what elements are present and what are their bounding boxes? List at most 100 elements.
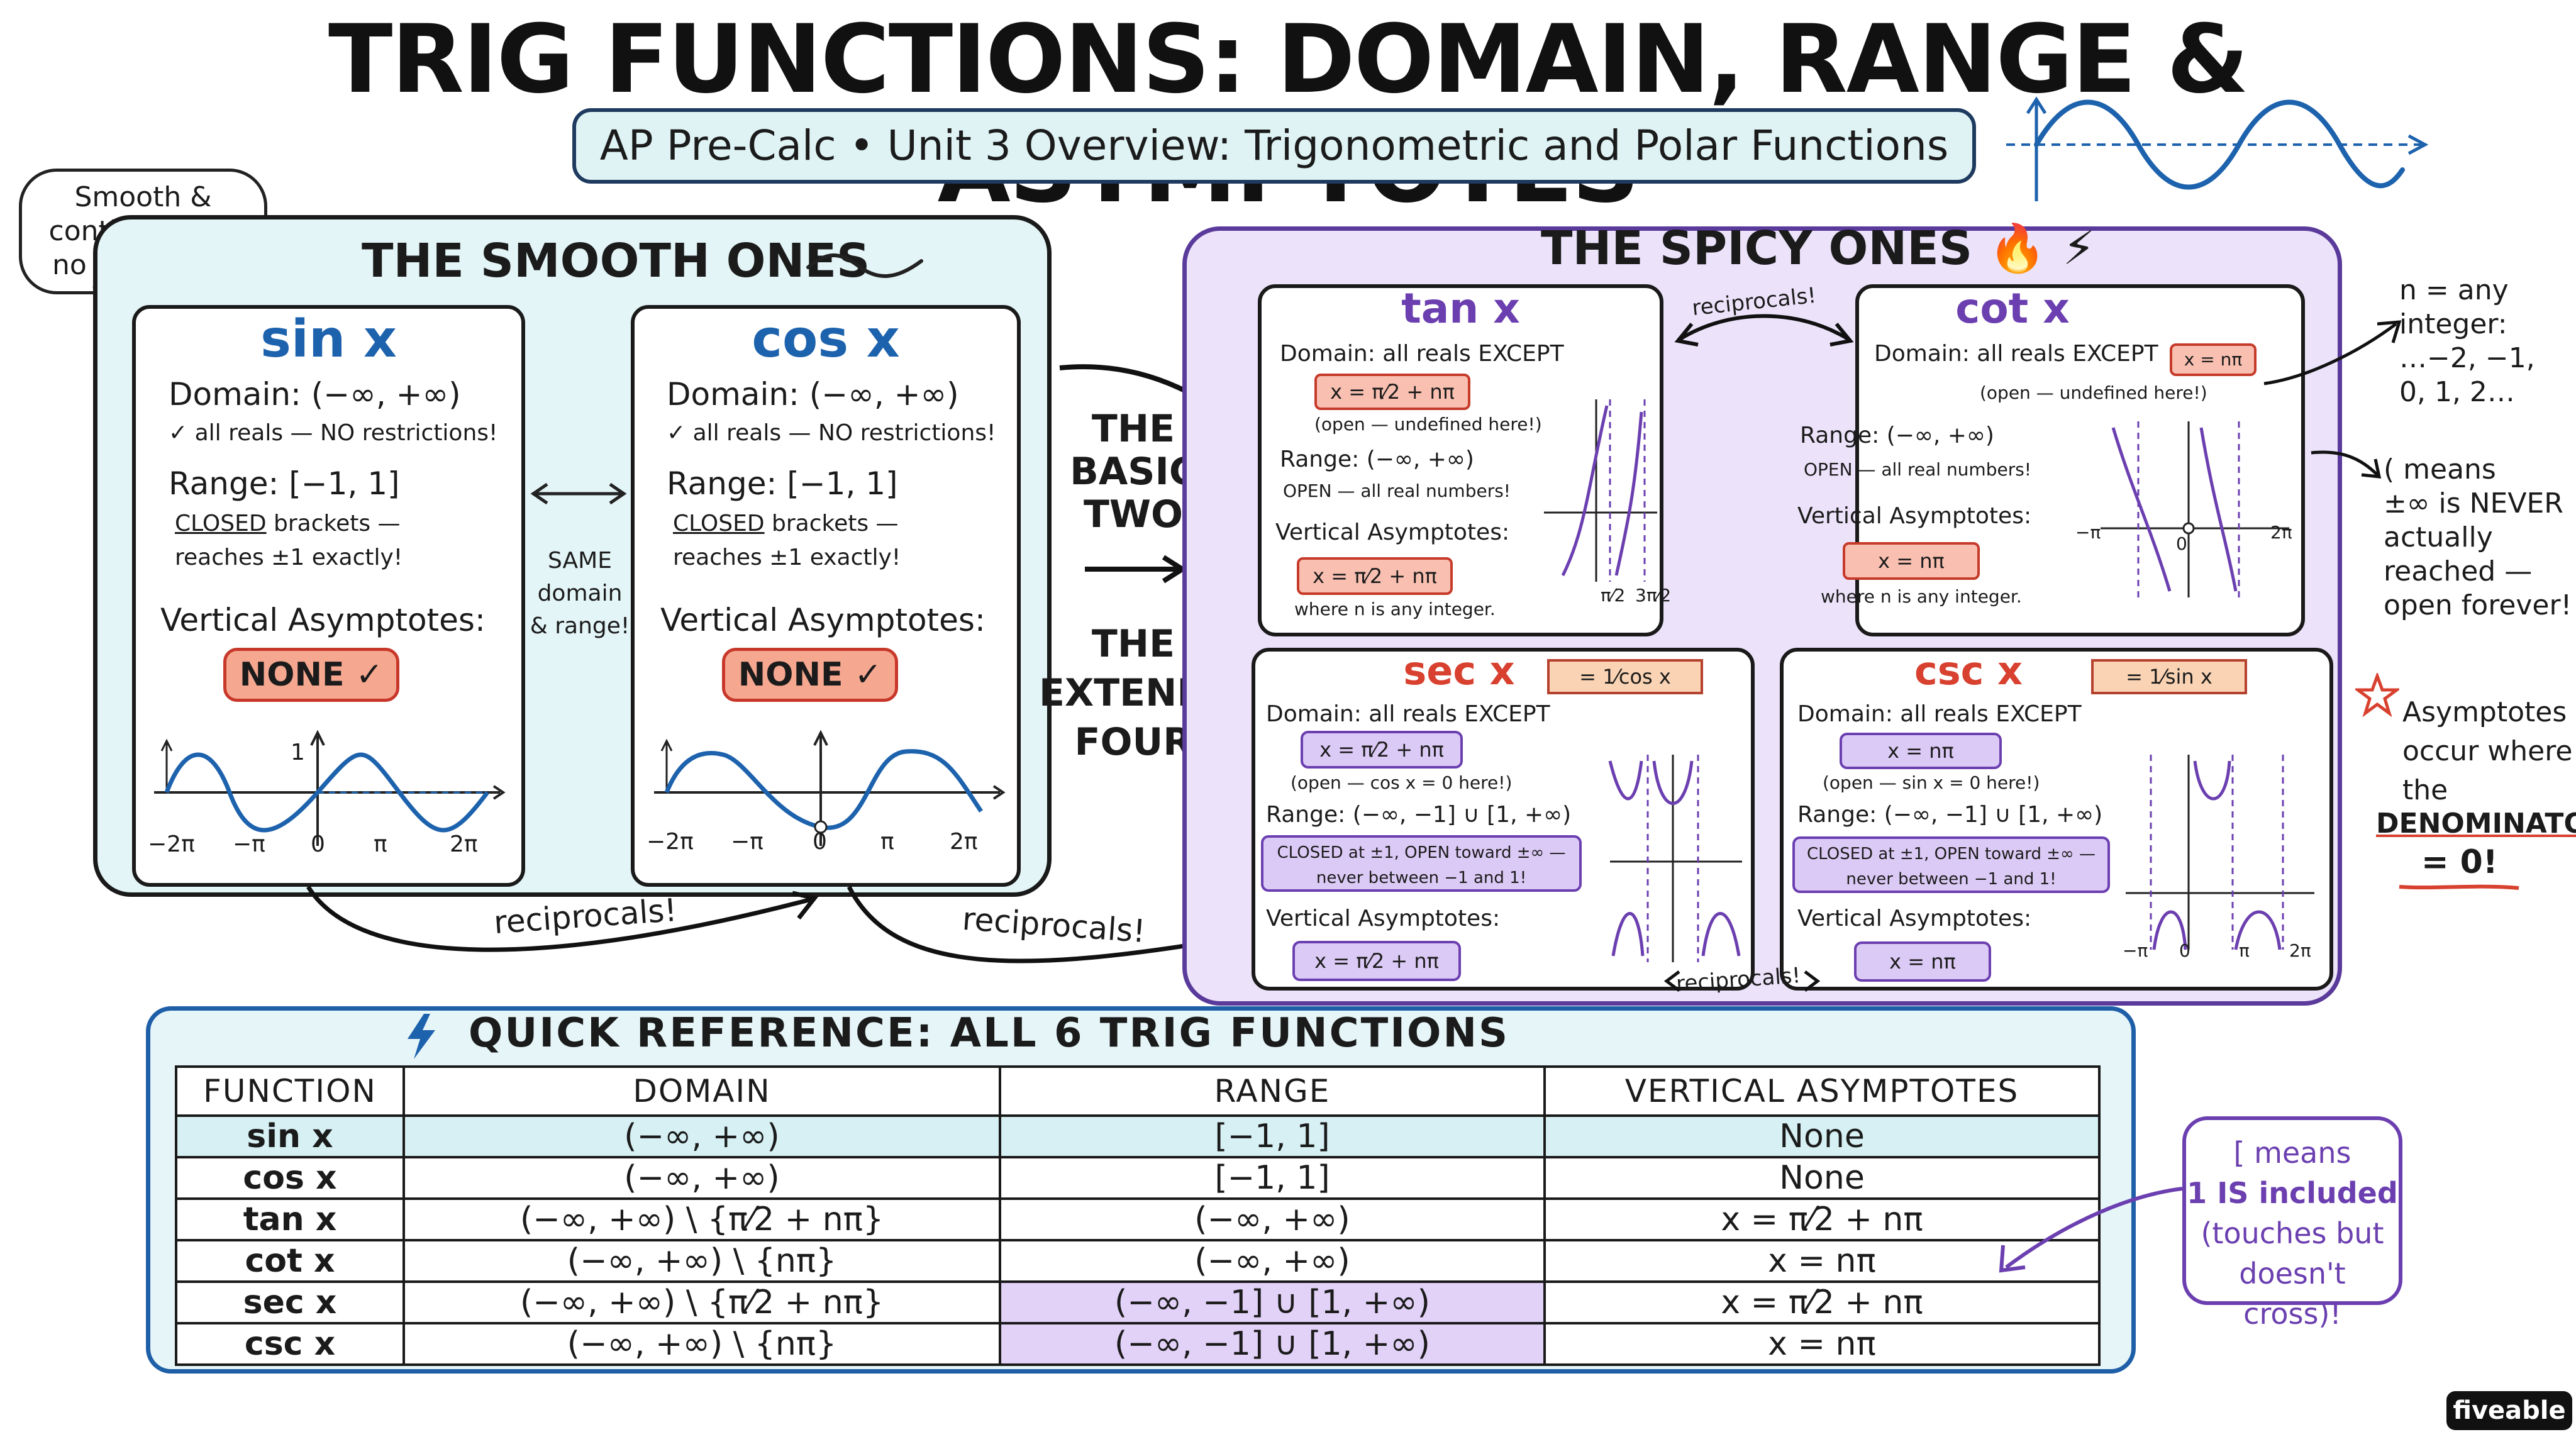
same-line-3: & range! [530,613,630,639]
right-arrow-icon [1085,555,1187,584]
squiggle-icon [806,253,923,279]
cell-function: sec x [175,1280,405,1324]
csc-title: csc x [1914,648,2023,694]
cos-range-note-1: CLOSED brackets — [673,511,899,536]
sin-va-badge: NONE ✓ [223,648,399,702]
quick-reference-title: QUICK REFERENCE: ALL 6 TRIG FUNCTIONS [469,1010,1510,1057]
header-range: RANGE [999,1065,1546,1117]
sin-tick-2: −π [233,831,265,857]
cell-range: (−∞, −1] ∪ [1, +∞) [999,1322,1546,1366]
cell-function: sin x [175,1114,405,1158]
sin-card [132,305,525,887]
cot-tick-2: 0 [2176,533,2187,554]
csc-tick-2: 0 [2179,940,2190,961]
smooth-ones-title: THE SMOOTH ONES [362,234,870,288]
tan-graph [1544,399,1657,582]
cot-va-box: x = nπ [1843,542,1980,580]
cot-range-note: OPEN — all real numbers! [1804,459,2032,480]
cell-domain: (−∞, +∞) [402,1156,1001,1200]
csc-range-note: CLOSED at ±1, OPEN toward ±∞ —never betw… [1792,836,2110,893]
cell-function: csc x [175,1322,405,1366]
cot-note: (open — undefined here!) [1980,382,2207,403]
tan-tick-2: 3π⁄2 [1635,585,1672,606]
tan-title: tan x [1401,284,1520,333]
tan-domain: Domain: all reals EXCEPT [1280,341,1564,367]
double-arrow-icon [530,482,627,505]
cot-tick-1: −π [2075,522,2101,543]
sin-tick-5: 2π [450,831,478,857]
cell-asymptotes: x = nπ [1543,1239,2101,1283]
cos-va-badge: NONE ✓ [722,648,898,702]
cell-range: (−∞, −1] ∪ [1, +∞) [999,1280,1546,1324]
table-row: sec x (−∞, +∞) \ {π⁄2 + nπ} (−∞, −1] ∪ [… [175,1280,2101,1324]
sin-one-label: 1 [291,740,305,765]
quick-reference-table: FUNCTION DOMAIN RANGE VERTICAL ASYMPTOTE… [175,1065,2101,1366]
cell-range: (−∞, +∞) [999,1197,1546,1241]
sec-va-label: Vertical Asymptotes: [1266,906,1501,931]
fiveable-logo: fiveable [2446,1391,2572,1430]
cos-tick-5: 2π [950,829,978,855]
table-row: tan x (−∞, +∞) \ {π⁄2 + nπ} (−∞, +∞) x =… [175,1197,2101,1241]
csc-except-box: x = nπ [1840,733,2002,769]
sin-tick-4: π [374,831,387,857]
sin-va-label: Vertical Asymptotes: [160,602,486,638]
arrow-bracket-note [1999,1187,2183,1273]
cos-card [631,305,1021,887]
cos-graph [654,730,1006,846]
cot-va-label: Vertical Asymptotes: [1797,503,2032,529]
csc-tick-1: −π [2123,940,2148,961]
cos-domain: Domain: (−∞, +∞) [667,376,959,413]
spicy-recip-arrow-top [1674,314,1854,347]
cell-asymptotes: x = nπ [1543,1322,2101,1366]
tan-va-note: where n is any integer. [1294,599,1496,619]
cot-title: cot x [1955,284,2070,333]
table-row: csc x (−∞, +∞) \ {nπ} (−∞, −1] ∪ [1, +∞)… [175,1322,2101,1366]
cot-tick-3: 2π [2270,522,2292,543]
sin-range-note-1: CLOSED brackets — [175,511,401,536]
sec-va-box: x = π⁄2 + nπ [1292,941,1461,981]
csc-note: (open — sin x = 0 here!) [1823,772,2040,793]
sec-tag: = 1⁄cos x [1547,659,1703,694]
sin-domain-note: ✓ all reals — NO restrictions! [169,420,498,446]
tan-range: Range: (−∞, +∞) [1280,447,1474,472]
csc-va-label: Vertical Asymptotes: [1797,906,2032,931]
spicy-ones-title: THE SPICY ONES 🔥 ⚡ [1541,221,2096,275]
cell-domain: (−∞, +∞) [402,1114,1001,1158]
csc-graph [2126,755,2314,950]
star-icon [2355,673,2399,717]
cos-domain-note: ✓ all reals — NO restrictions! [667,420,996,446]
cell-domain: (−∞, +∞) \ {π⁄2 + nπ} [402,1197,1001,1241]
sin-tick-3: 0 [311,831,325,857]
header-asymptotes: VERTICAL ASYMPTOTES [1543,1065,2101,1117]
cot-graph [2101,421,2289,597]
same-line-1: SAME [548,548,612,574]
header-function: FUNCTION [175,1065,405,1117]
arrow-paren-note [2311,450,2382,479]
cot-domain: Domain: all reals EXCEPT [1874,341,2158,367]
cell-function: tan x [175,1197,405,1241]
sine-wave-icon [2006,96,2429,201]
cell-asymptotes: None [1543,1114,2101,1158]
tan-tick-1: π⁄2 [1601,585,1626,606]
sin-range: Range: [−1, 1] [169,465,400,502]
sec-title: sec x [1403,648,1515,694]
sec-graph [1608,755,1742,962]
subtitle-banner: AP Pre-Calc • Unit 3 Overview: Trigonome… [572,108,1976,184]
cell-asymptotes: x = π⁄2 + nπ [1543,1197,2101,1241]
cell-range: (−∞, +∞) [999,1239,1546,1283]
cell-function: cot x [175,1239,405,1283]
cell-domain: (−∞, +∞) \ {nπ} [402,1322,1001,1366]
sec-note: (open — cos x = 0 here!) [1291,772,1513,793]
csc-tag: = 1⁄sin x [2091,659,2247,694]
cos-tick-3: 0 [813,829,827,855]
cos-tick-2: −π [731,829,763,855]
sec-except-box: x = π⁄2 + nπ [1301,731,1463,769]
sin-graph [154,730,506,846]
cell-asymptotes: None [1543,1156,2101,1200]
tan-range-note: OPEN — all real numbers! [1283,480,1511,501]
tan-note: (open — undefined here!) [1314,414,1542,435]
sec-card [1252,648,1755,991]
